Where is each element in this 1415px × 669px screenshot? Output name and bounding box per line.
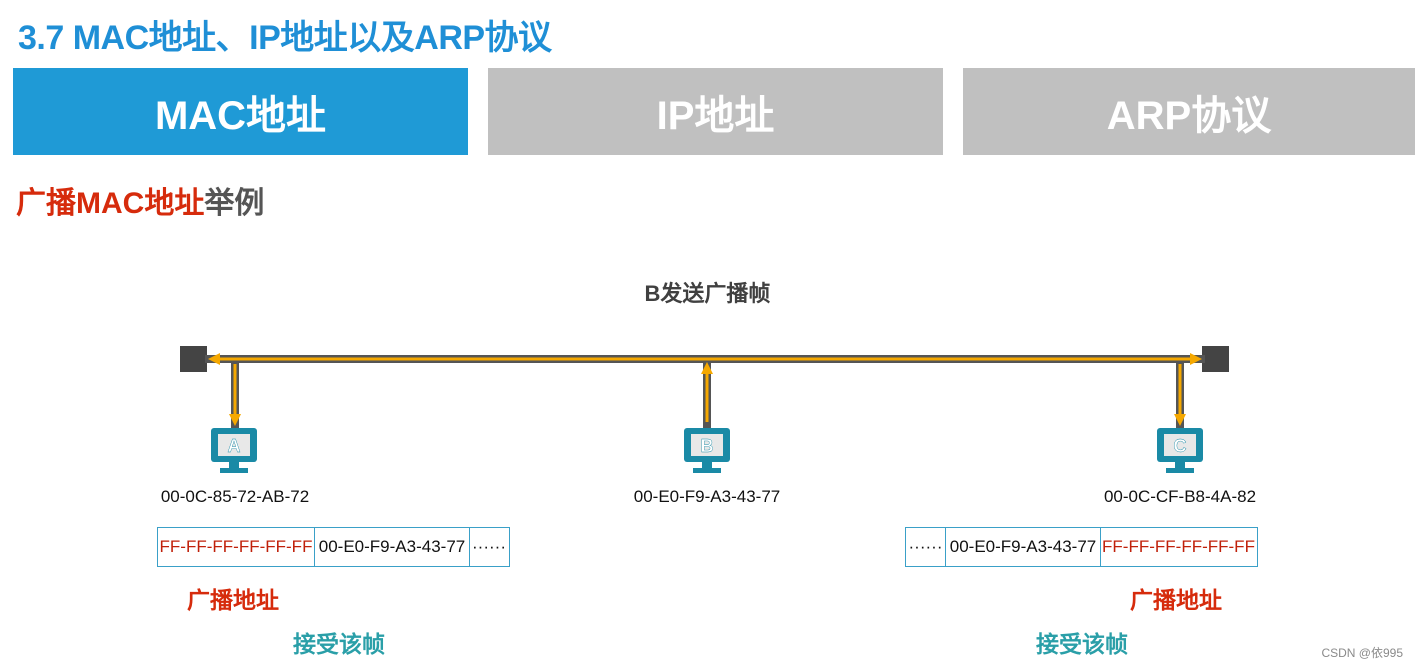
- frame-right-dest-mac: FF-FF-FF-FF-FF-FF: [1102, 537, 1255, 556]
- frame-right: ······ 00-E0-F9-A3-43-77 FF-FF-FF-FF-FF-…: [905, 527, 1258, 567]
- tab-arp-protocol[interactable]: ARP协议: [963, 68, 1415, 155]
- section-subtitle: 广播MAC地址举例: [16, 178, 264, 222]
- bus-terminator-right: [1202, 346, 1229, 372]
- accept-frame-label-right: 接受该帧: [1036, 631, 1128, 657]
- frame-right-src-mac: 00-E0-F9-A3-43-77: [946, 528, 1101, 566]
- frame-left-dest-mac: FF-FF-FF-FF-FF-FF: [158, 528, 315, 566]
- broadcast-address-label-left: 广播地址: [187, 587, 279, 613]
- diagram-caption: B发送广播帧: [644, 281, 771, 306]
- computer-icon: A: [211, 428, 257, 473]
- subtitle-highlight: 广播MAC地址: [16, 187, 205, 220]
- frame-left-payload: ······: [472, 537, 506, 556]
- host-b-letter: B: [701, 436, 714, 456]
- tab-ip-address[interactable]: IP地址: [488, 68, 943, 155]
- bus-terminator-left: [180, 346, 207, 372]
- host-b-mac: 00-E0-F9-A3-43-77: [633, 487, 781, 506]
- bus-line: [180, 346, 1229, 372]
- drop-cables: [229, 361, 1186, 428]
- accept-frame-label-left: 接受该帧: [293, 631, 385, 657]
- host-a-letter: A: [228, 436, 241, 456]
- subtitle-rest: 举例: [204, 187, 265, 220]
- host-c-mac: 00-0C-CF-B8-4A-82: [1103, 487, 1257, 506]
- frame-left: FF-FF-FF-FF-FF-FF 00-E0-F9-A3-43-77 ····…: [157, 527, 510, 567]
- frame-left-src-mac: 00-E0-F9-A3-43-77: [315, 528, 470, 566]
- host-c-letter: C: [1174, 436, 1187, 456]
- broadcast-address-label-right: 广播地址: [1130, 587, 1222, 613]
- computer-icon: C: [1157, 428, 1203, 473]
- host-a-mac: 00-0C-85-72-AB-72: [160, 487, 310, 506]
- page-title: 3.7 MAC地址、IP地址以及ARP协议: [18, 19, 552, 57]
- frame-right-payload: ······: [906, 528, 946, 566]
- tab-mac-address[interactable]: MAC地址: [13, 68, 468, 155]
- watermark: CSDN @依995: [1321, 646, 1403, 660]
- computer-icon: B: [684, 428, 730, 473]
